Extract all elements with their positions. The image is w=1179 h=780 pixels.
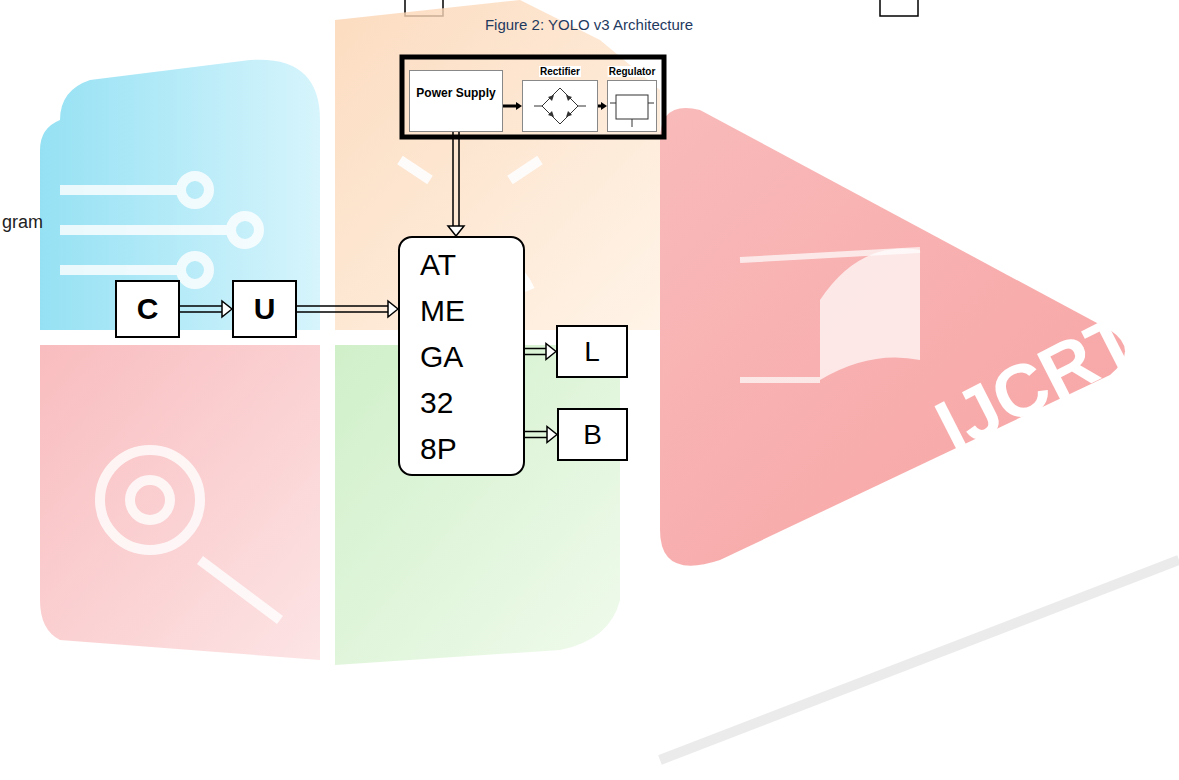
flow-arrow	[525, 427, 557, 443]
flow-arrow	[448, 132, 464, 236]
rectifier-box: Rectifier	[522, 80, 598, 132]
box-label: U	[234, 288, 295, 330]
flow-arrow	[503, 102, 522, 110]
flow-arrow	[297, 301, 398, 317]
image-frame	[402, 57, 664, 137]
fragment-box	[880, 0, 918, 16]
box-label: B	[559, 415, 626, 455]
flow-arrow	[180, 301, 232, 317]
box-heading: Rectifier	[539, 66, 581, 77]
output-box: B	[557, 408, 628, 461]
microcontroller-box: AT ME GA 32 8P	[398, 236, 525, 476]
box-label: L	[558, 332, 626, 372]
box-label: C	[117, 288, 178, 330]
figure-caption: Figure 2: YOLO v3 Architecture	[485, 16, 693, 33]
box-heading: Regulator	[608, 66, 657, 77]
power-supply-box: Power Supply	[409, 70, 503, 132]
regulator-symbol	[608, 81, 656, 131]
watermark-shape	[40, 345, 320, 660]
input-box: U	[232, 280, 297, 338]
bridge-rectifier-symbol	[523, 81, 597, 131]
box-label: AT ME GA 32 8P	[420, 242, 480, 472]
output-box: L	[556, 325, 628, 378]
box-label: Power Supply	[410, 82, 502, 104]
regulator-box: Regulator	[607, 80, 657, 132]
flow-arrow	[525, 344, 556, 360]
watermark-text: IJCRT	[922, 296, 1151, 469]
cut-heading: gram	[2, 212, 43, 233]
flow-arrow	[598, 102, 607, 110]
input-box: C	[115, 280, 180, 338]
